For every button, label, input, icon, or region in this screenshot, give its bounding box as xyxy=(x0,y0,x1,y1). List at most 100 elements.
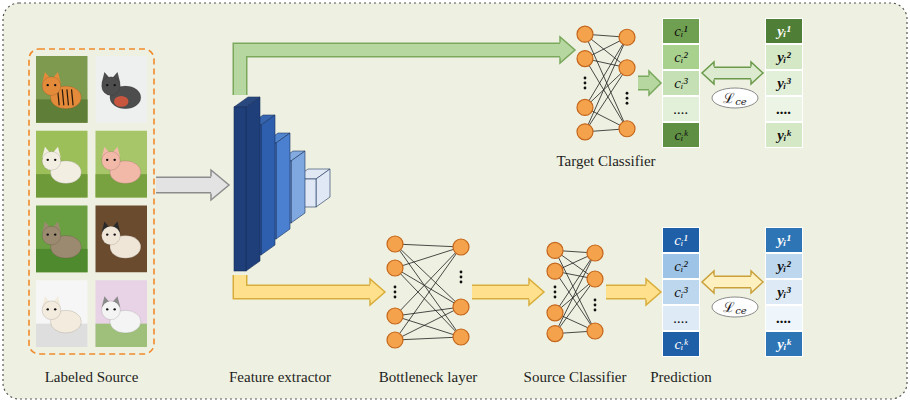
ellipsis-dot xyxy=(554,291,557,294)
score-cell: yᵢᵏ xyxy=(765,331,803,357)
arrow-shaft xyxy=(240,275,370,292)
score-cell: yᵢ¹ xyxy=(765,227,803,253)
feature-extractor: Feature extractor xyxy=(230,95,330,275)
neuron-dot xyxy=(619,60,635,76)
cell-label: yᵢ³ xyxy=(777,285,791,300)
flow-arrow xyxy=(472,279,544,305)
animal-photo xyxy=(96,206,148,273)
arrow-shaft xyxy=(638,77,649,89)
ellipsis-dot xyxy=(394,291,397,294)
arrow-head xyxy=(702,271,714,293)
flow-arrow xyxy=(702,62,763,84)
image-batch: Labeled Source xyxy=(28,48,155,355)
score-cell: .... xyxy=(765,305,803,331)
score-cell: yᵢᵏ xyxy=(765,122,803,148)
arrow-shaft xyxy=(472,286,529,298)
animal-eye xyxy=(106,84,108,86)
arrow-shaft xyxy=(606,286,646,298)
layer-slab xyxy=(276,133,290,239)
network-link xyxy=(395,247,461,340)
neuron-dot xyxy=(453,329,469,345)
node-caption: Target Classifier xyxy=(556,153,655,170)
photo-ground xyxy=(36,206,88,273)
animal-photo xyxy=(96,56,148,123)
cell-label: .... xyxy=(674,311,689,326)
panel-frame xyxy=(3,3,907,399)
cell-label: cᵢ² xyxy=(674,259,688,274)
arrow-shaft xyxy=(240,50,560,95)
score-cell: cᵢᵏ xyxy=(662,331,700,357)
prediction-column: Predictioncᵢ¹cᵢ²cᵢ³....cᵢᵏ xyxy=(662,227,700,357)
score-cell: cᵢ² xyxy=(662,44,700,70)
animal-head xyxy=(42,151,61,170)
loss-ellipse: ℒce xyxy=(711,296,759,318)
score-cell: yᵢ² xyxy=(765,253,803,279)
network-link xyxy=(395,244,461,337)
cell-label: cᵢᵏ xyxy=(674,337,687,352)
neuron-dot xyxy=(577,99,593,115)
cell-label: cᵢ¹ xyxy=(674,24,688,39)
cell-label: yᵢᵏ xyxy=(777,337,790,352)
arrow-shaft xyxy=(472,285,529,300)
animal-stripe xyxy=(67,89,69,105)
ellipsis-dot xyxy=(460,276,463,279)
score-cell: yᵢ³ xyxy=(765,279,803,305)
animal-head xyxy=(42,226,61,245)
classifier-network-drawing xyxy=(545,240,605,344)
ellipsis-dot xyxy=(594,304,597,307)
arrow-shaft xyxy=(638,76,649,91)
neuron-dot xyxy=(387,308,403,324)
arrow-head-outline xyxy=(211,170,229,200)
arrow-head xyxy=(751,62,763,84)
arrow-head-outline xyxy=(649,71,661,95)
neuron-dot xyxy=(577,26,593,42)
ellipsis-dot xyxy=(460,271,463,274)
neuron-dot xyxy=(453,299,469,315)
arrow-shaft xyxy=(714,277,751,287)
network-link xyxy=(395,307,461,340)
node-caption: Bottleneck layer xyxy=(379,369,478,386)
cell-label: .... xyxy=(674,102,689,117)
arrow-shaft xyxy=(714,68,751,78)
loss-outline xyxy=(712,297,758,317)
animal-eye xyxy=(47,308,49,310)
ellipsis-dot xyxy=(594,309,597,312)
network-link xyxy=(395,244,461,307)
ellipsis-dot xyxy=(584,87,587,90)
neuron-dot xyxy=(387,236,403,252)
node-caption: Labeled Source xyxy=(45,369,139,386)
network-link xyxy=(395,247,461,316)
arrow-head xyxy=(529,279,544,305)
arrow-shaft xyxy=(156,177,211,194)
arrow-head-outline xyxy=(702,62,714,84)
flow-arrow xyxy=(156,170,229,200)
photo-ground xyxy=(96,56,148,123)
network-link xyxy=(395,337,461,340)
classifier-network-drawing xyxy=(575,22,637,144)
arrow-head-outline xyxy=(370,279,385,305)
neuron-dot xyxy=(547,326,563,342)
score-cell: cᵢ³ xyxy=(662,70,700,96)
animal-photo xyxy=(36,280,88,347)
photo-ground xyxy=(36,56,88,123)
animal-photo xyxy=(36,206,88,273)
arrow-shaft xyxy=(240,50,560,95)
ellipsis-dot xyxy=(584,77,587,80)
image-batch-drawing xyxy=(28,48,155,355)
cell-label: .... xyxy=(777,102,792,117)
flow-arrow xyxy=(638,71,661,95)
neuron-dot xyxy=(387,260,403,276)
cell-label: cᵢᵏ xyxy=(674,128,687,143)
arrow-head-outline xyxy=(646,279,661,305)
score-cell: .... xyxy=(765,96,803,122)
animal-head xyxy=(102,301,121,320)
score-cell: cᵢ³ xyxy=(662,279,700,305)
neuron-dot xyxy=(453,239,469,255)
loss-symbol: ℒ xyxy=(723,300,735,314)
score-cell: cᵢᵏ xyxy=(662,122,700,148)
arrow-head xyxy=(702,62,714,84)
cell-label: .... xyxy=(777,311,792,326)
prediction-column: yᵢ¹yᵢ²yᵢ³....yᵢᵏ xyxy=(765,18,803,148)
photo-ground xyxy=(36,280,88,347)
cell-label: yᵢ¹ xyxy=(777,24,791,39)
